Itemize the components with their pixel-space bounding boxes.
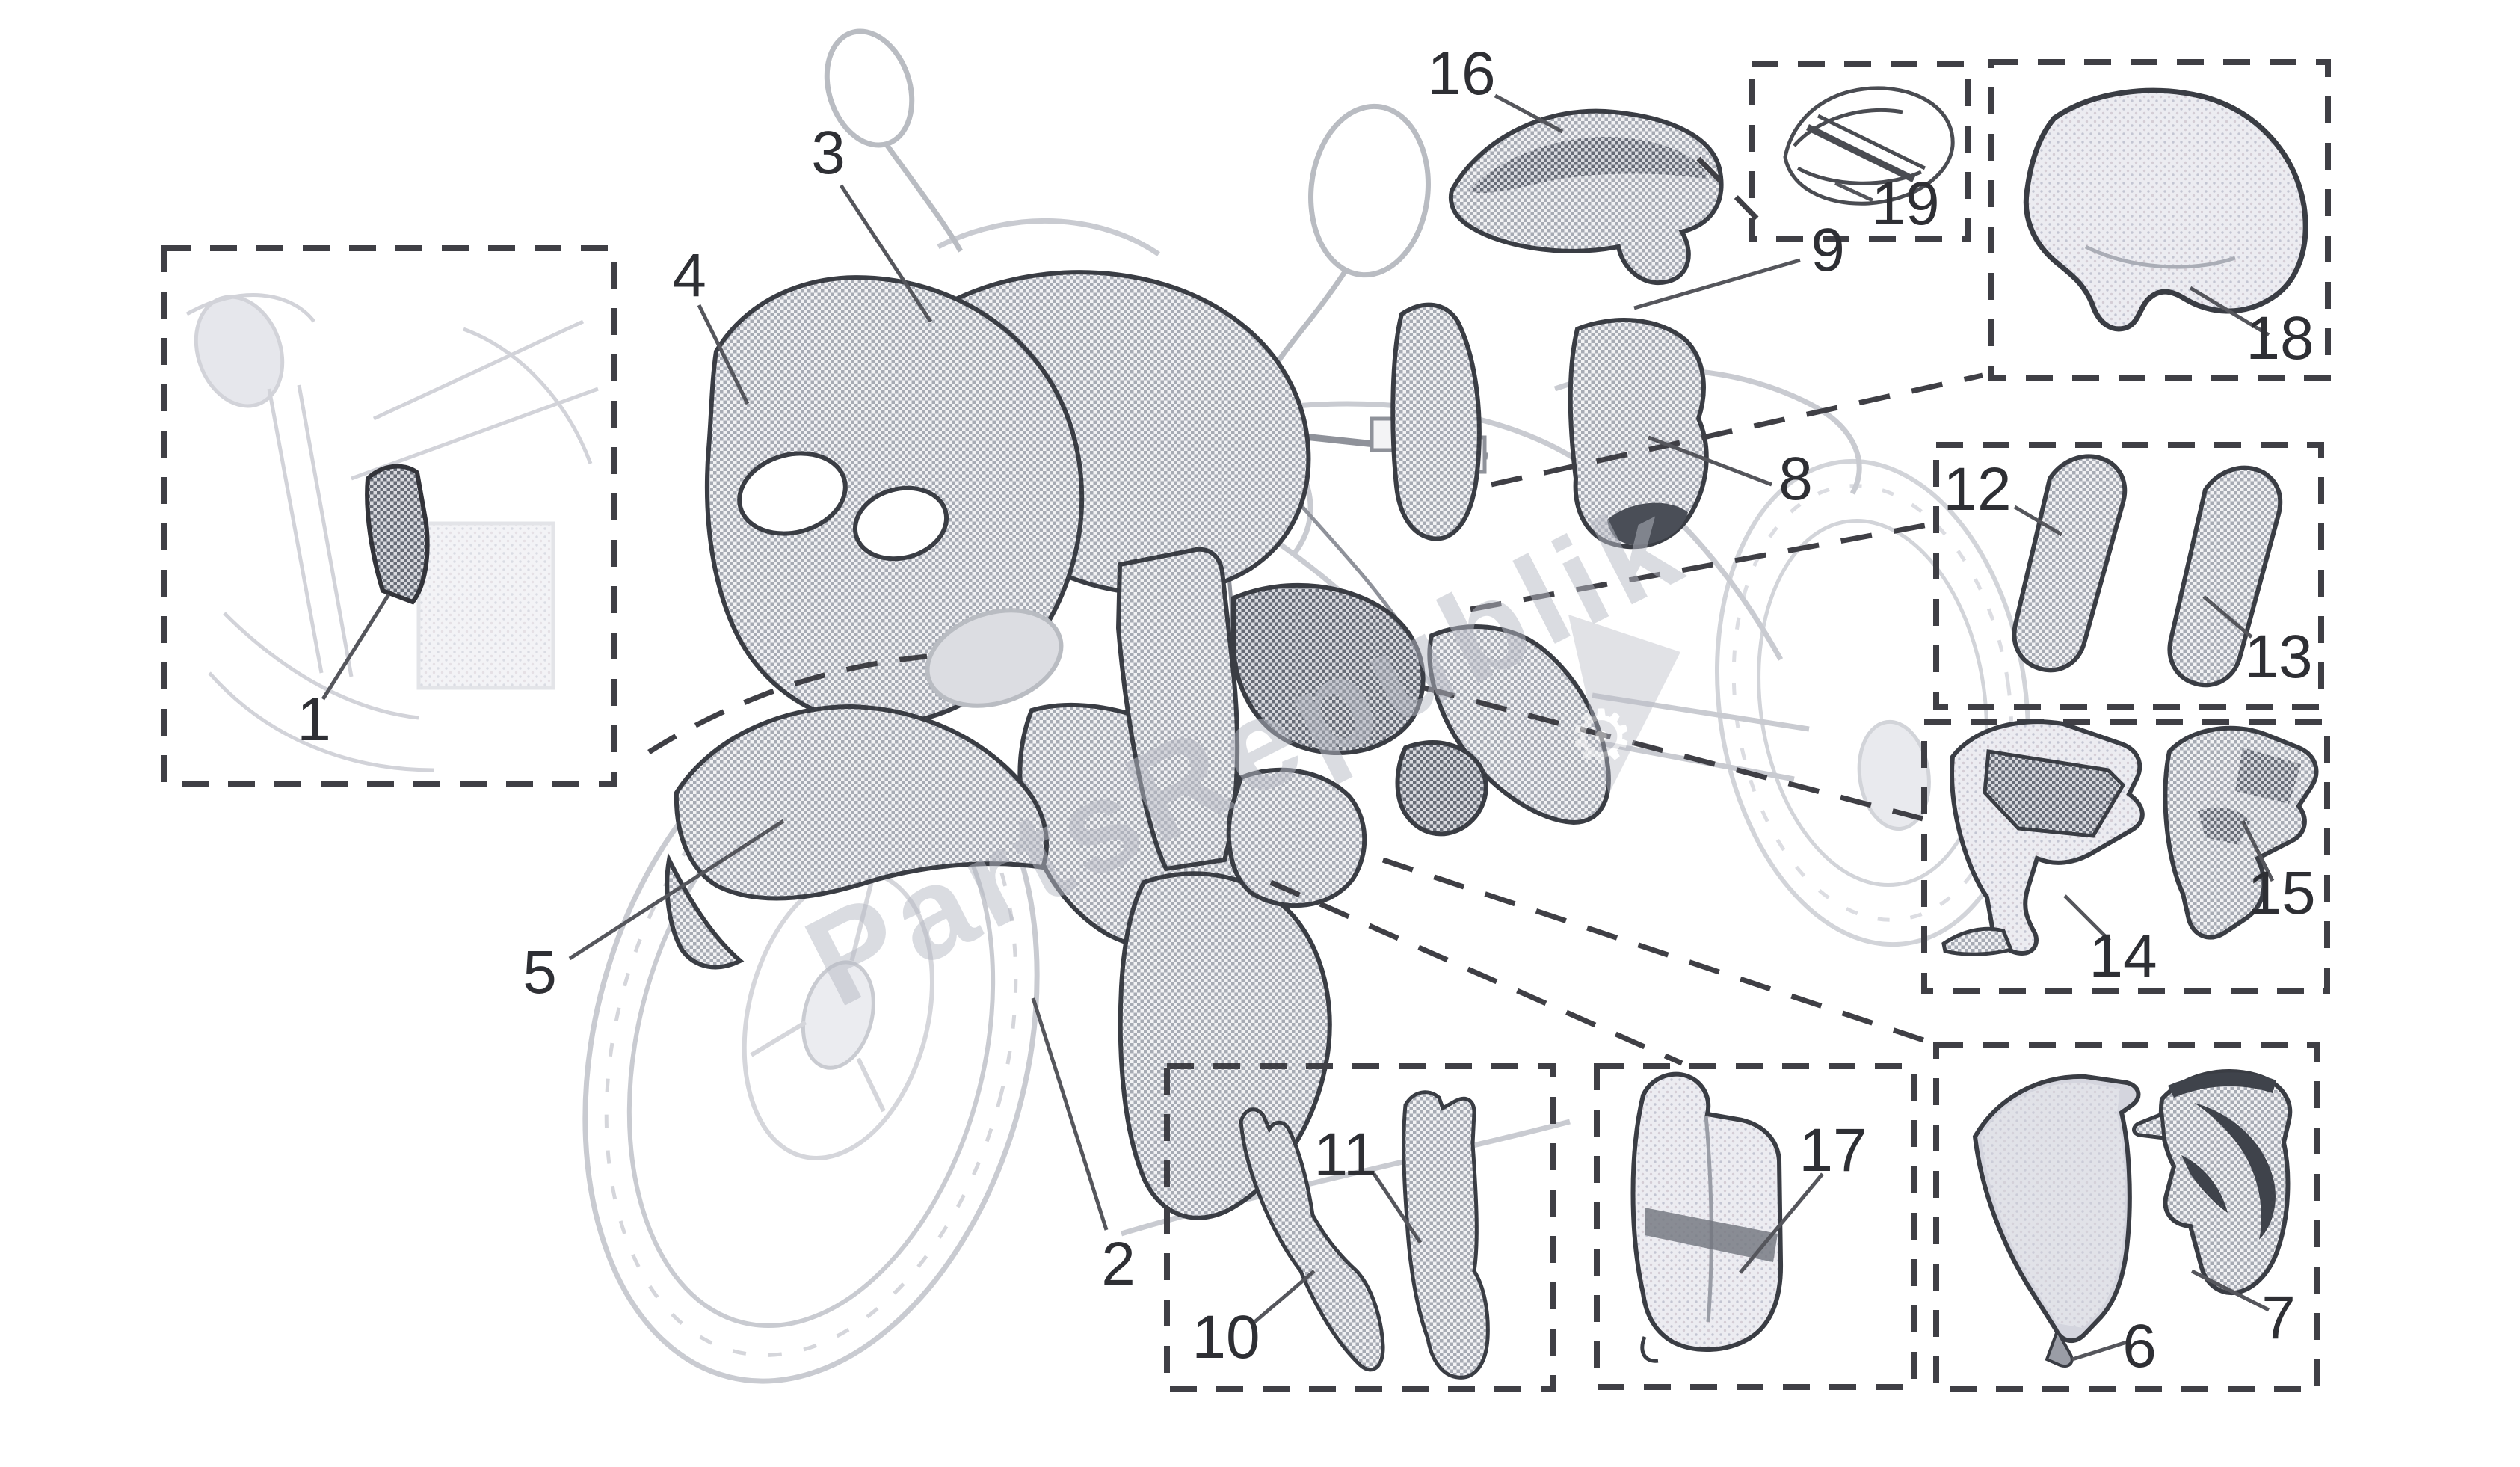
callout-5: 5 (523, 938, 557, 1006)
leader-part-8 (1648, 435, 1772, 487)
leader-part-16 (1494, 93, 1564, 134)
gear-icon: ⚙ (1568, 695, 1635, 779)
callout-12: 12 (1943, 455, 2011, 523)
callout-17: 17 (1799, 1116, 1867, 1184)
leader-lines (321, 93, 2275, 1362)
part-8-shape (1568, 318, 1709, 550)
rear-wheel (1715, 458, 2030, 947)
part-13-shape (2167, 465, 2283, 688)
left-mirror (824, 28, 964, 253)
callout-14: 14 (2089, 922, 2157, 990)
leader-part-5 (568, 819, 785, 961)
leader-part-7 (2190, 1269, 2270, 1312)
connector-box19 (1696, 156, 1759, 221)
explosion-connectors (647, 156, 1983, 1066)
part-19-shape (1783, 86, 1955, 206)
leader-part-1 (321, 593, 391, 701)
leader-part-19 (1834, 181, 1874, 203)
connector-box17 (1269, 879, 1683, 1066)
callout-19: 19 (1871, 170, 1939, 238)
connector-box6-7 (1381, 857, 1945, 1050)
watermark-wedge (1568, 615, 1680, 794)
callout-9: 9 (1811, 216, 1845, 284)
part-12-shape (2012, 454, 2128, 673)
leader-part-2 (1031, 997, 1109, 1231)
callout-3: 3 (811, 119, 845, 187)
part-10-shape (1239, 1107, 1385, 1372)
callout-labels: 1 2 3 4 5 6 7 8 9 10 11 12 13 14 15 16 1… (297, 40, 2315, 1380)
front-wheel (582, 710, 1040, 1384)
leader-part-3 (839, 184, 933, 323)
leader-part-9 (1633, 258, 1801, 310)
leader-part-6 (2071, 1340, 2128, 1362)
callout-8: 8 (1778, 445, 1813, 513)
leader-part-10 (1251, 1270, 1316, 1325)
callout-18: 18 (2246, 304, 2314, 372)
leader-part-15 (2240, 819, 2275, 882)
part-9-shape (1390, 302, 1482, 541)
leader-part-4 (697, 304, 750, 405)
faint-front-sketch (185, 293, 599, 772)
leader-part-18 (2189, 286, 2270, 337)
connector-box18 (1491, 372, 1983, 488)
inset-box-part-1 (161, 245, 617, 787)
inset-box-parts-10-11 (1164, 1063, 1556, 1392)
part-11-shape (1402, 1090, 1490, 1380)
callout-13: 13 (2244, 623, 2312, 691)
part-17-shape (1630, 1071, 1784, 1353)
connector-box12-13 (1470, 520, 1937, 612)
inset-box-parts-6-7 (1933, 1042, 2320, 1392)
callout-10: 10 (1192, 1303, 1260, 1371)
inset-box-parts-12-13 (1933, 442, 2324, 710)
leader-part-17 (1739, 1172, 1824, 1274)
inset-box-part-19 (1749, 61, 1971, 242)
callout-15: 15 (2247, 859, 2315, 927)
leader-part-12 (2013, 505, 2063, 537)
inset-box-part-18 (1988, 59, 2331, 381)
callout-16: 16 (1427, 40, 1495, 108)
inset-box-parts-14-15 (1921, 719, 2330, 994)
callout-11: 11 (1313, 1121, 1377, 1189)
part-1-shape (365, 464, 430, 605)
callout-7: 7 (2261, 1284, 2296, 1352)
callout-6: 6 (2122, 1312, 2157, 1380)
leader-part-11 (1372, 1172, 1423, 1244)
callout-2: 2 (1101, 1230, 1136, 1298)
inset-box-part-17 (1594, 1063, 1917, 1390)
leader-part-13 (2202, 595, 2253, 639)
callout-1: 1 (297, 686, 331, 754)
part-5-shape (674, 704, 1049, 901)
part-18-shape (2023, 87, 2308, 332)
callout-4: 4 (672, 242, 706, 310)
leader-part-14 (2063, 894, 2111, 942)
